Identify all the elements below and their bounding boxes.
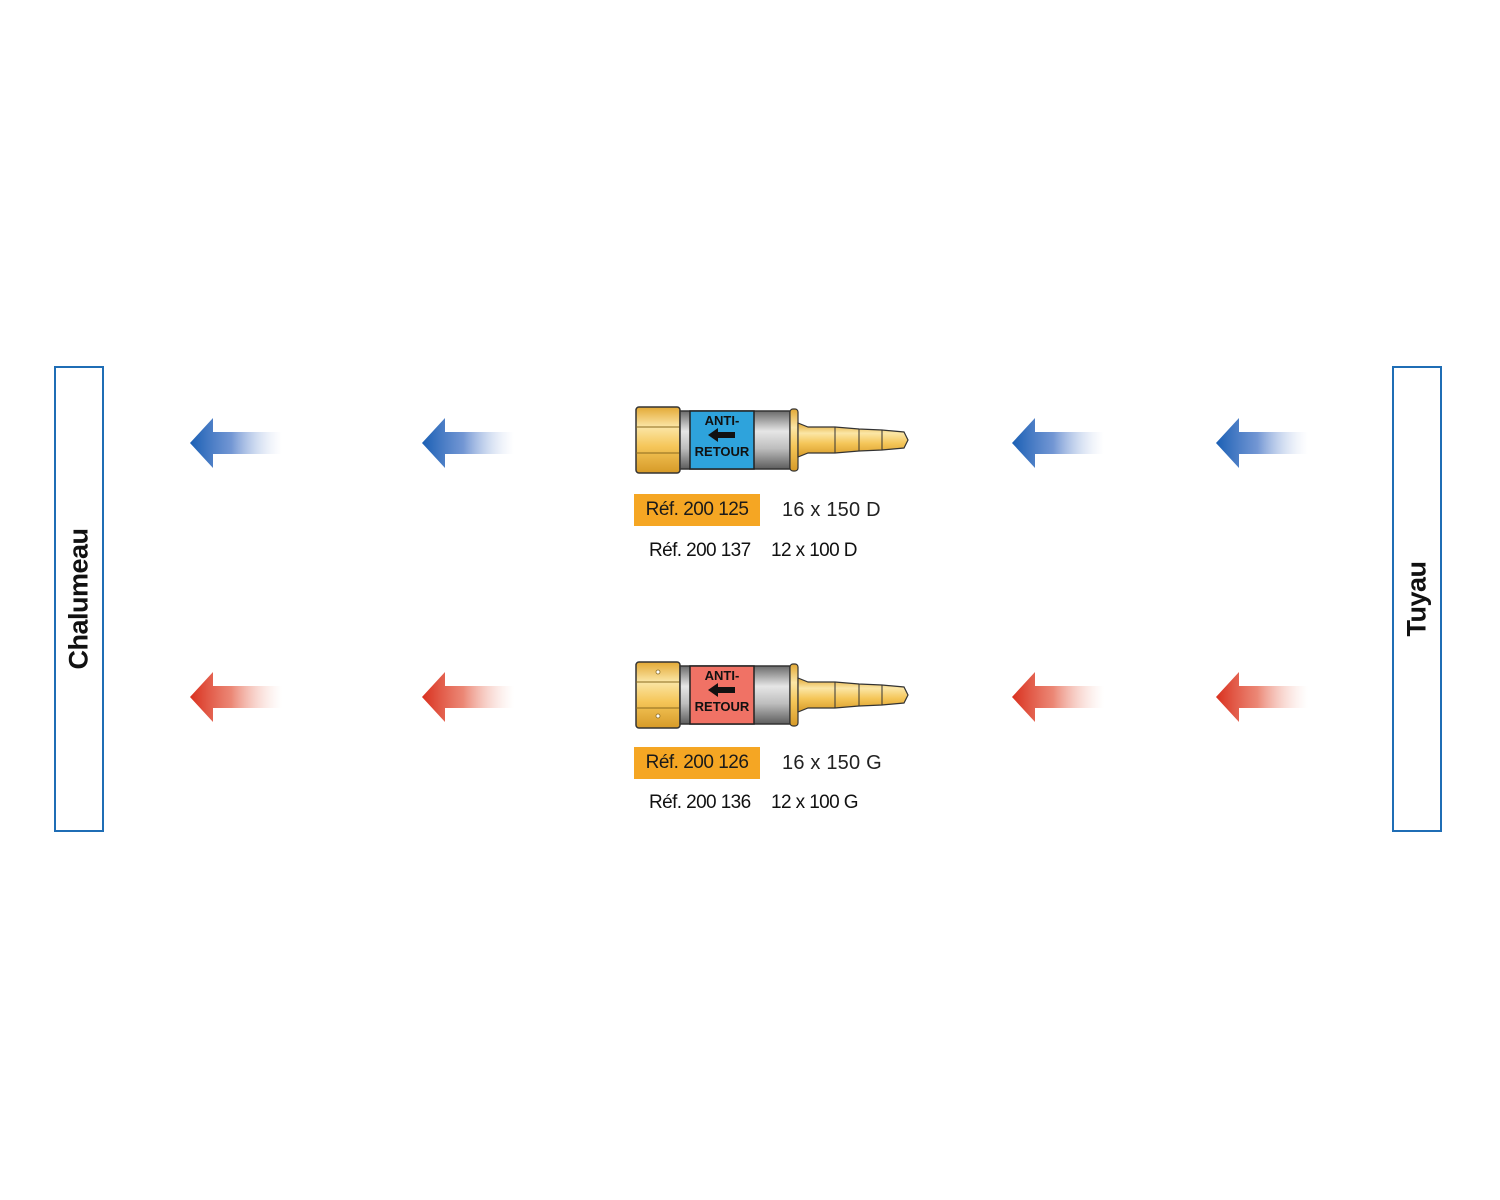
flow-arrow-blue-icon bbox=[190, 418, 282, 468]
primary-ref-badge: Réf. 200 126 bbox=[634, 747, 760, 779]
flow-arrow-red-icon bbox=[422, 672, 514, 722]
secondary-ref: Réf. 200 136 bbox=[649, 792, 751, 813]
secondary-ref: Réf. 200 137 bbox=[649, 540, 751, 561]
primary-dimension: 16 x 150 G bbox=[782, 752, 882, 774]
torch-label: Chalumeau bbox=[63, 528, 94, 670]
secondary-dimension: 12 x 100 G bbox=[771, 792, 859, 813]
check-valve-red bbox=[635, 661, 909, 729]
valve-label-line2: RETOUR bbox=[694, 444, 750, 459]
hose-label: Tuyau bbox=[1401, 561, 1432, 637]
flow-arrow-red-icon bbox=[190, 672, 282, 722]
flow-arrow-red-icon bbox=[1216, 672, 1308, 722]
valve-label-line1: ANTI- bbox=[704, 668, 740, 683]
valve-label-blue: ANTI- RETOUR bbox=[690, 414, 754, 459]
flow-arrow-blue-icon bbox=[1012, 418, 1104, 468]
primary-ref-badge: Réf. 200 125 bbox=[634, 494, 760, 526]
valve-label-red: ANTI- RETOUR bbox=[690, 669, 754, 714]
arrow-left-icon bbox=[708, 683, 735, 697]
torch-end-box: Chalumeau bbox=[54, 366, 104, 832]
check-valve-blue bbox=[635, 406, 909, 474]
flow-arrow-red-icon bbox=[1012, 672, 1104, 722]
arrow-left-icon bbox=[708, 428, 735, 442]
primary-dimension: 16 x 150 D bbox=[782, 499, 881, 521]
valve-label-line1: ANTI- bbox=[704, 413, 740, 428]
hose-end-box: Tuyau bbox=[1392, 366, 1442, 832]
flow-arrow-blue-icon bbox=[422, 418, 514, 468]
flow-arrow-blue-icon bbox=[1216, 418, 1308, 468]
secondary-dimension: 12 x 100 D bbox=[771, 540, 858, 561]
valve-label-line2: RETOUR bbox=[694, 699, 750, 714]
